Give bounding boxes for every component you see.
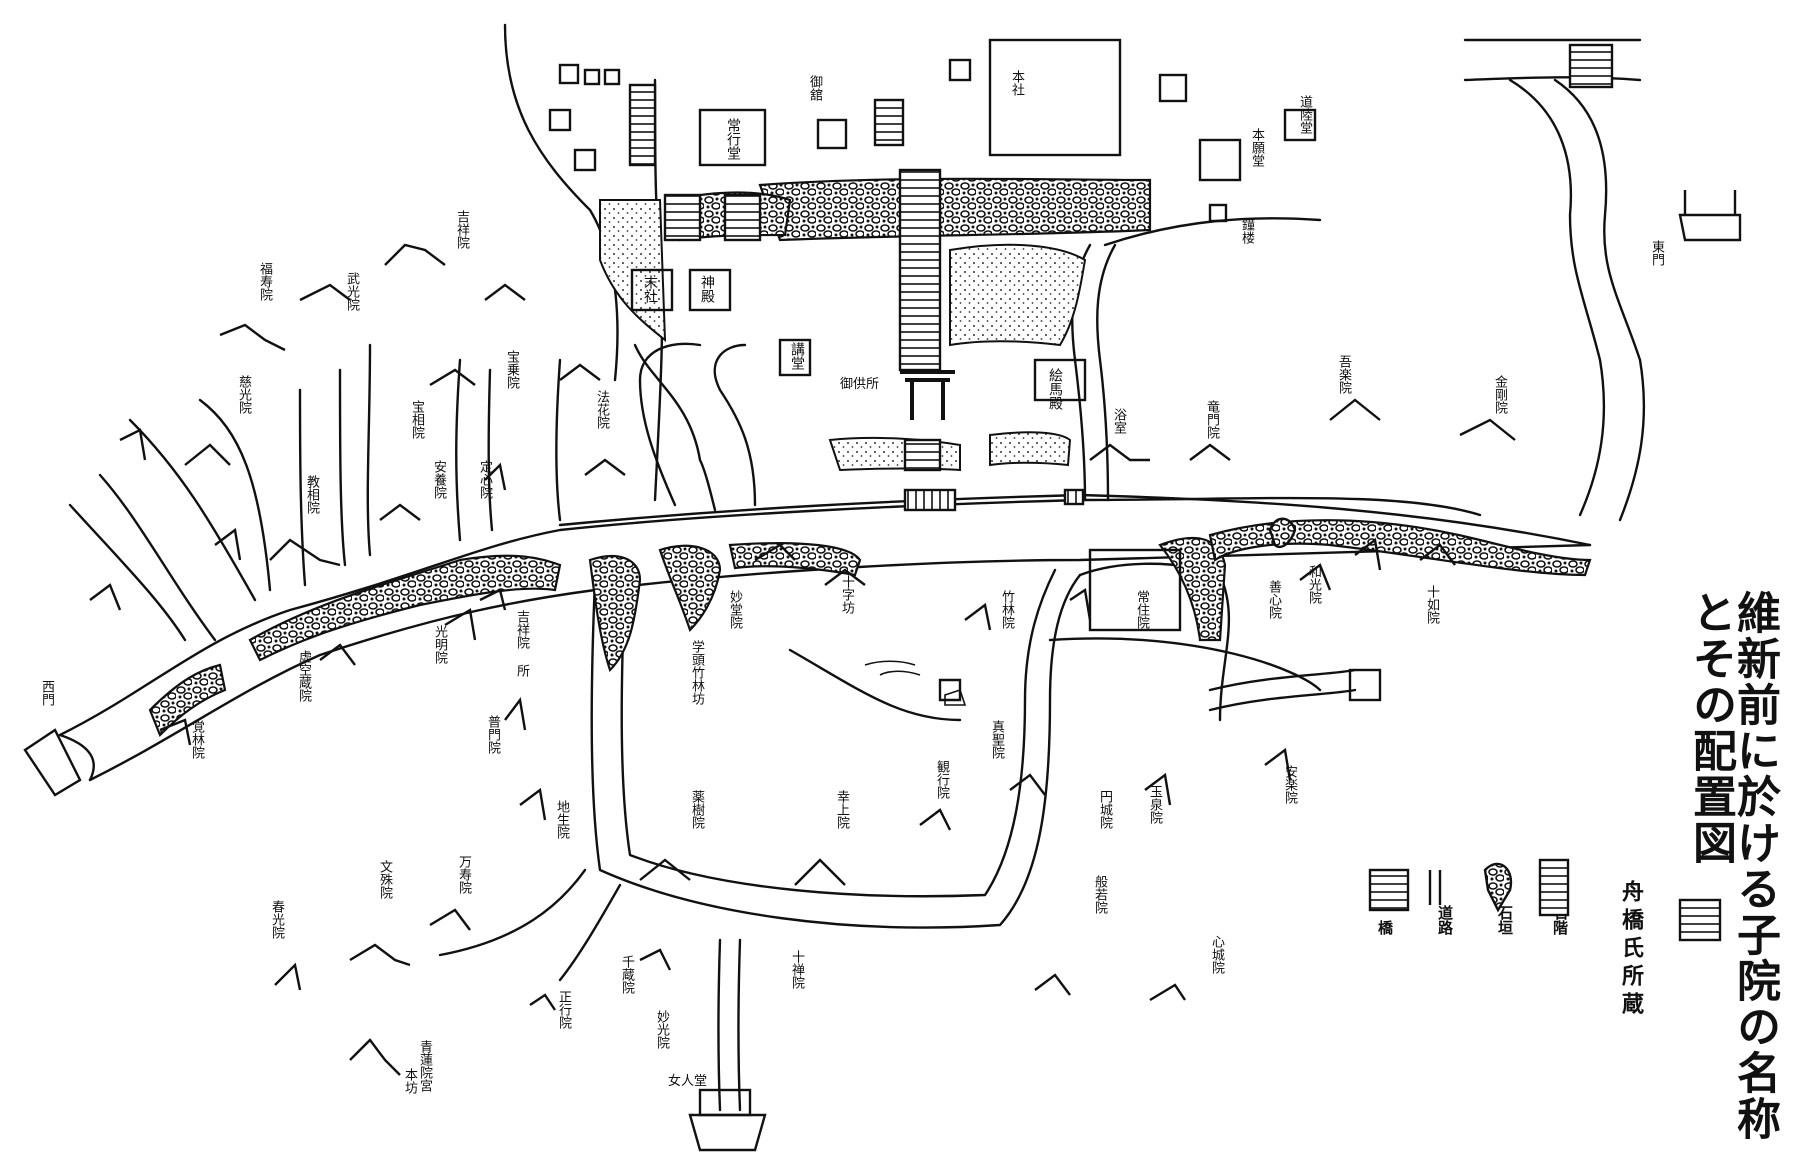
temple-seirenin: 青蓮院宮: [417, 1040, 432, 1092]
bridges: [903, 43, 1722, 942]
central-loop: [438, 562, 1357, 1112]
temple-ryumonin: 竜門院: [1204, 400, 1219, 439]
temple-anyoin: 安養院: [431, 460, 446, 499]
building-honbo: 本坊: [402, 1068, 417, 1094]
building-nishimon: 西門: [39, 680, 54, 706]
temple-wakoin: 和光院: [1306, 565, 1321, 604]
building-omiya: 御舘: [807, 75, 822, 101]
temple-kakurinin: 覚林院: [189, 720, 204, 759]
building-onsen: 浴室: [1111, 408, 1126, 434]
temple-gakushochikurinbo: 学頭竹林坊: [689, 640, 704, 705]
temple-kokoin: 光明院: [432, 625, 447, 664]
building-nyonindo: 女人堂: [668, 1074, 708, 1089]
temple-chiezoin: 千蔵院: [619, 955, 634, 994]
temple-monjuin: 文殊院: [377, 860, 392, 899]
building-massha: 末社: [642, 275, 658, 303]
temple-hokkein: 法花院: [594, 390, 609, 429]
temple-sumiyoshiin: 幸上院: [834, 790, 849, 829]
temple-shinjoin: 心城院: [1209, 935, 1224, 974]
temple-kokuzoin: 虚空蔵院: [296, 650, 311, 702]
temple-gokurakuin: 吾楽院: [1336, 355, 1351, 394]
temple-shinshoin: 真聖院: [989, 720, 1004, 759]
west-branches: [68, 343, 562, 642]
temple-juzenin: 十禅院: [789, 950, 804, 989]
building-ema: 絵馬殿: [1047, 368, 1063, 410]
temple-kongoin: 金剛院: [1492, 375, 1507, 414]
temple-sanshinin: 善心院: [1266, 580, 1281, 619]
legend-stone-steps-label: 石階: [1551, 905, 1569, 935]
legend-bridge-label: 橋: [1376, 920, 1394, 935]
temple-myokoin: 妙光院: [654, 1010, 669, 1049]
building-honganji: 本願堂: [1249, 128, 1264, 167]
temple-yakushiin: 薬樹院: [689, 790, 704, 829]
temple-chikurinin: 竹林院: [999, 590, 1014, 629]
temple-kyoshoin: 教相院: [304, 475, 319, 514]
stone-steps: [628, 83, 942, 472]
building-goshiha: 御供所: [840, 377, 880, 392]
temple-gyokusenin: 玉泉院: [1147, 785, 1162, 824]
legend-road-label: 道路: [1436, 905, 1454, 935]
temple-jujibo: 十字坊: [839, 575, 854, 614]
temple-hojoin: 宝乗院: [504, 350, 519, 389]
temple-shunyoin: 春光院: [269, 900, 284, 939]
temple-bukkoin: 武光院: [344, 272, 359, 311]
temple-joseiin: 常住院: [1134, 590, 1149, 629]
buildings: [548, 38, 1382, 702]
shrine-marks: [864, 660, 967, 706]
building-main-shrine: 本社: [1009, 70, 1024, 96]
temple-enjoin: 円城院: [1097, 790, 1112, 829]
map-subtitle: 舟橋氏所蔵: [1618, 880, 1644, 1020]
map-title: 維新前に於ける子院の名称とその配置図: [1685, 590, 1780, 1142]
building-kodo: 講堂: [789, 342, 805, 370]
torii-gate: [900, 370, 955, 420]
east-road: [1463, 38, 1646, 522]
temple-hoshoin: 宝相院: [409, 400, 424, 439]
west-road: [58, 733, 95, 782]
temple-fukujuin: 福寿院: [257, 262, 272, 301]
temple-joshinin: 定心院: [477, 460, 492, 499]
temple-anrakuin: 安楽院: [1282, 765, 1297, 804]
temple-hannyain: 般若院: [1092, 875, 1107, 914]
gates: [23, 190, 1742, 1152]
temple-fumonin: 普門院: [485, 715, 500, 754]
temple-shozoin: 正行院: [556, 990, 571, 1029]
temple-komyoin: 吉祥院 所: [514, 610, 529, 677]
temple-manjuin: 万寿院: [456, 855, 471, 894]
temple-buildings: [89, 243, 1516, 1076]
legend-stone-wall-label: 石垣: [1496, 905, 1514, 935]
building-jogyodo: 常行堂: [725, 118, 741, 160]
temple-juichiin: 十如院: [1424, 585, 1439, 624]
temple-myodoin: 妙堂院: [727, 590, 742, 629]
building-higashimon: 東門: [1649, 240, 1664, 266]
temple-jizoin: 地生院: [554, 800, 569, 839]
temple-jikoin: 慈光院: [236, 375, 251, 414]
building-shoro: 鐘楼: [1239, 218, 1254, 244]
temple-kangyoin: 観行院: [934, 760, 949, 799]
building-shinden: 神殿: [699, 275, 715, 303]
building-doroku: 道陸堂: [1297, 95, 1312, 134]
temple-kisshoin: 吉祥院: [454, 210, 469, 249]
